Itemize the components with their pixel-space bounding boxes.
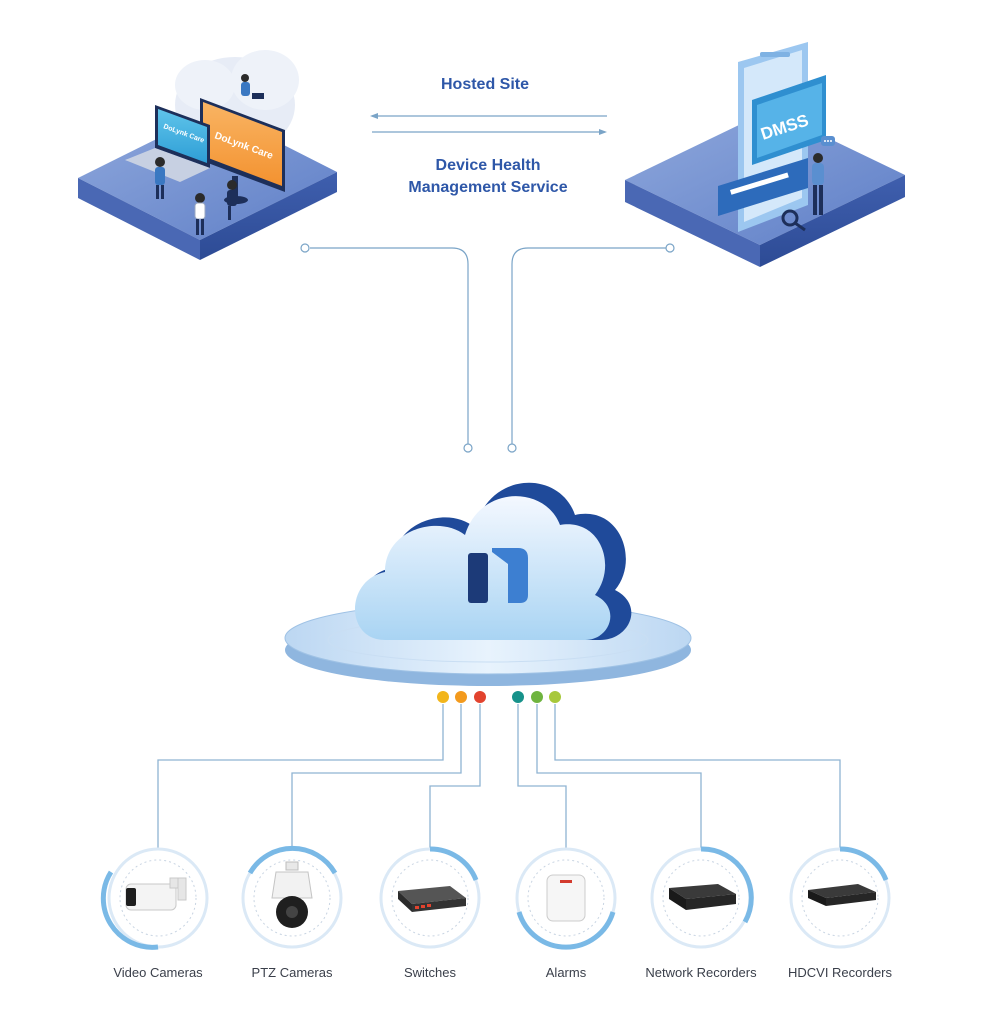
- hosted-site-label: Hosted Site: [440, 76, 529, 93]
- device-network-recorders: [650, 846, 754, 949]
- connector-switches: [429, 704, 481, 850]
- device-label-network-recorders: Network Recorders: [645, 965, 757, 980]
- device-label-video-cameras: Video Cameras: [113, 965, 203, 980]
- connector-network-recorders: [536, 704, 702, 850]
- service-arrows: [370, 113, 607, 135]
- device-connectors: [157, 704, 841, 850]
- cloud-connectors: [300, 243, 675, 453]
- xvr-icon: [808, 884, 876, 906]
- alarm-hub-icon: [546, 874, 586, 922]
- status-dot-3: [474, 691, 486, 703]
- device-health-line-2: Management Service: [408, 179, 568, 196]
- device-health-label: Device Health Management Service: [378, 155, 598, 199]
- status-dot-6: [549, 691, 561, 703]
- device-label-ptz-cameras: PTZ Cameras: [251, 965, 333, 980]
- device-ptz-cameras: [241, 845, 343, 949]
- device-label-switches: Switches: [403, 965, 457, 980]
- connector-video-cameras: [157, 704, 444, 850]
- device-label-alarms: Alarms: [545, 965, 587, 980]
- device-video-cameras: [100, 847, 209, 950]
- device-alarms: [515, 847, 617, 950]
- status-dot-4: [512, 691, 524, 703]
- status-dot-2: [455, 691, 467, 703]
- connector-alarms: [517, 704, 567, 850]
- hosted-site-platform: DoLynk Care DoLynk Care: [78, 50, 337, 260]
- cloud-shape: [355, 482, 632, 640]
- cloud-hub: [284, 482, 692, 686]
- magnifier-icon: [781, 209, 806, 232]
- device-health-line-1: Device Health: [435, 157, 541, 174]
- device-hdcvi-recorders: [789, 846, 891, 949]
- bullet-camera-icon: [125, 877, 187, 911]
- device-label-hdcvi-recorders: HDCVI Recorders: [787, 965, 893, 980]
- status-dot-5: [531, 691, 543, 703]
- status-dot-1: [437, 691, 449, 703]
- connector-hdcvi-recorders: [554, 704, 841, 850]
- person-icon: [812, 153, 824, 215]
- nvr-icon: [669, 884, 736, 910]
- connector-hosted-site: [310, 247, 469, 444]
- chat-bubble-icon: [821, 136, 835, 146]
- people-icons: [155, 74, 264, 235]
- dmss-platform: DMSS: [625, 42, 905, 267]
- laptop-icon: DoLynk Care: [125, 105, 210, 182]
- dmss-app-card: DMSS: [752, 75, 826, 165]
- status-dots: [437, 691, 561, 703]
- connector-ptz-cameras: [291, 704, 462, 850]
- ptz-camera-icon: [271, 861, 313, 928]
- network-switch-icon: [398, 886, 466, 912]
- login-card: [718, 158, 808, 216]
- connector-dmss: [511, 247, 670, 444]
- dolynk-logo: [468, 548, 528, 603]
- device-switches: [379, 846, 481, 949]
